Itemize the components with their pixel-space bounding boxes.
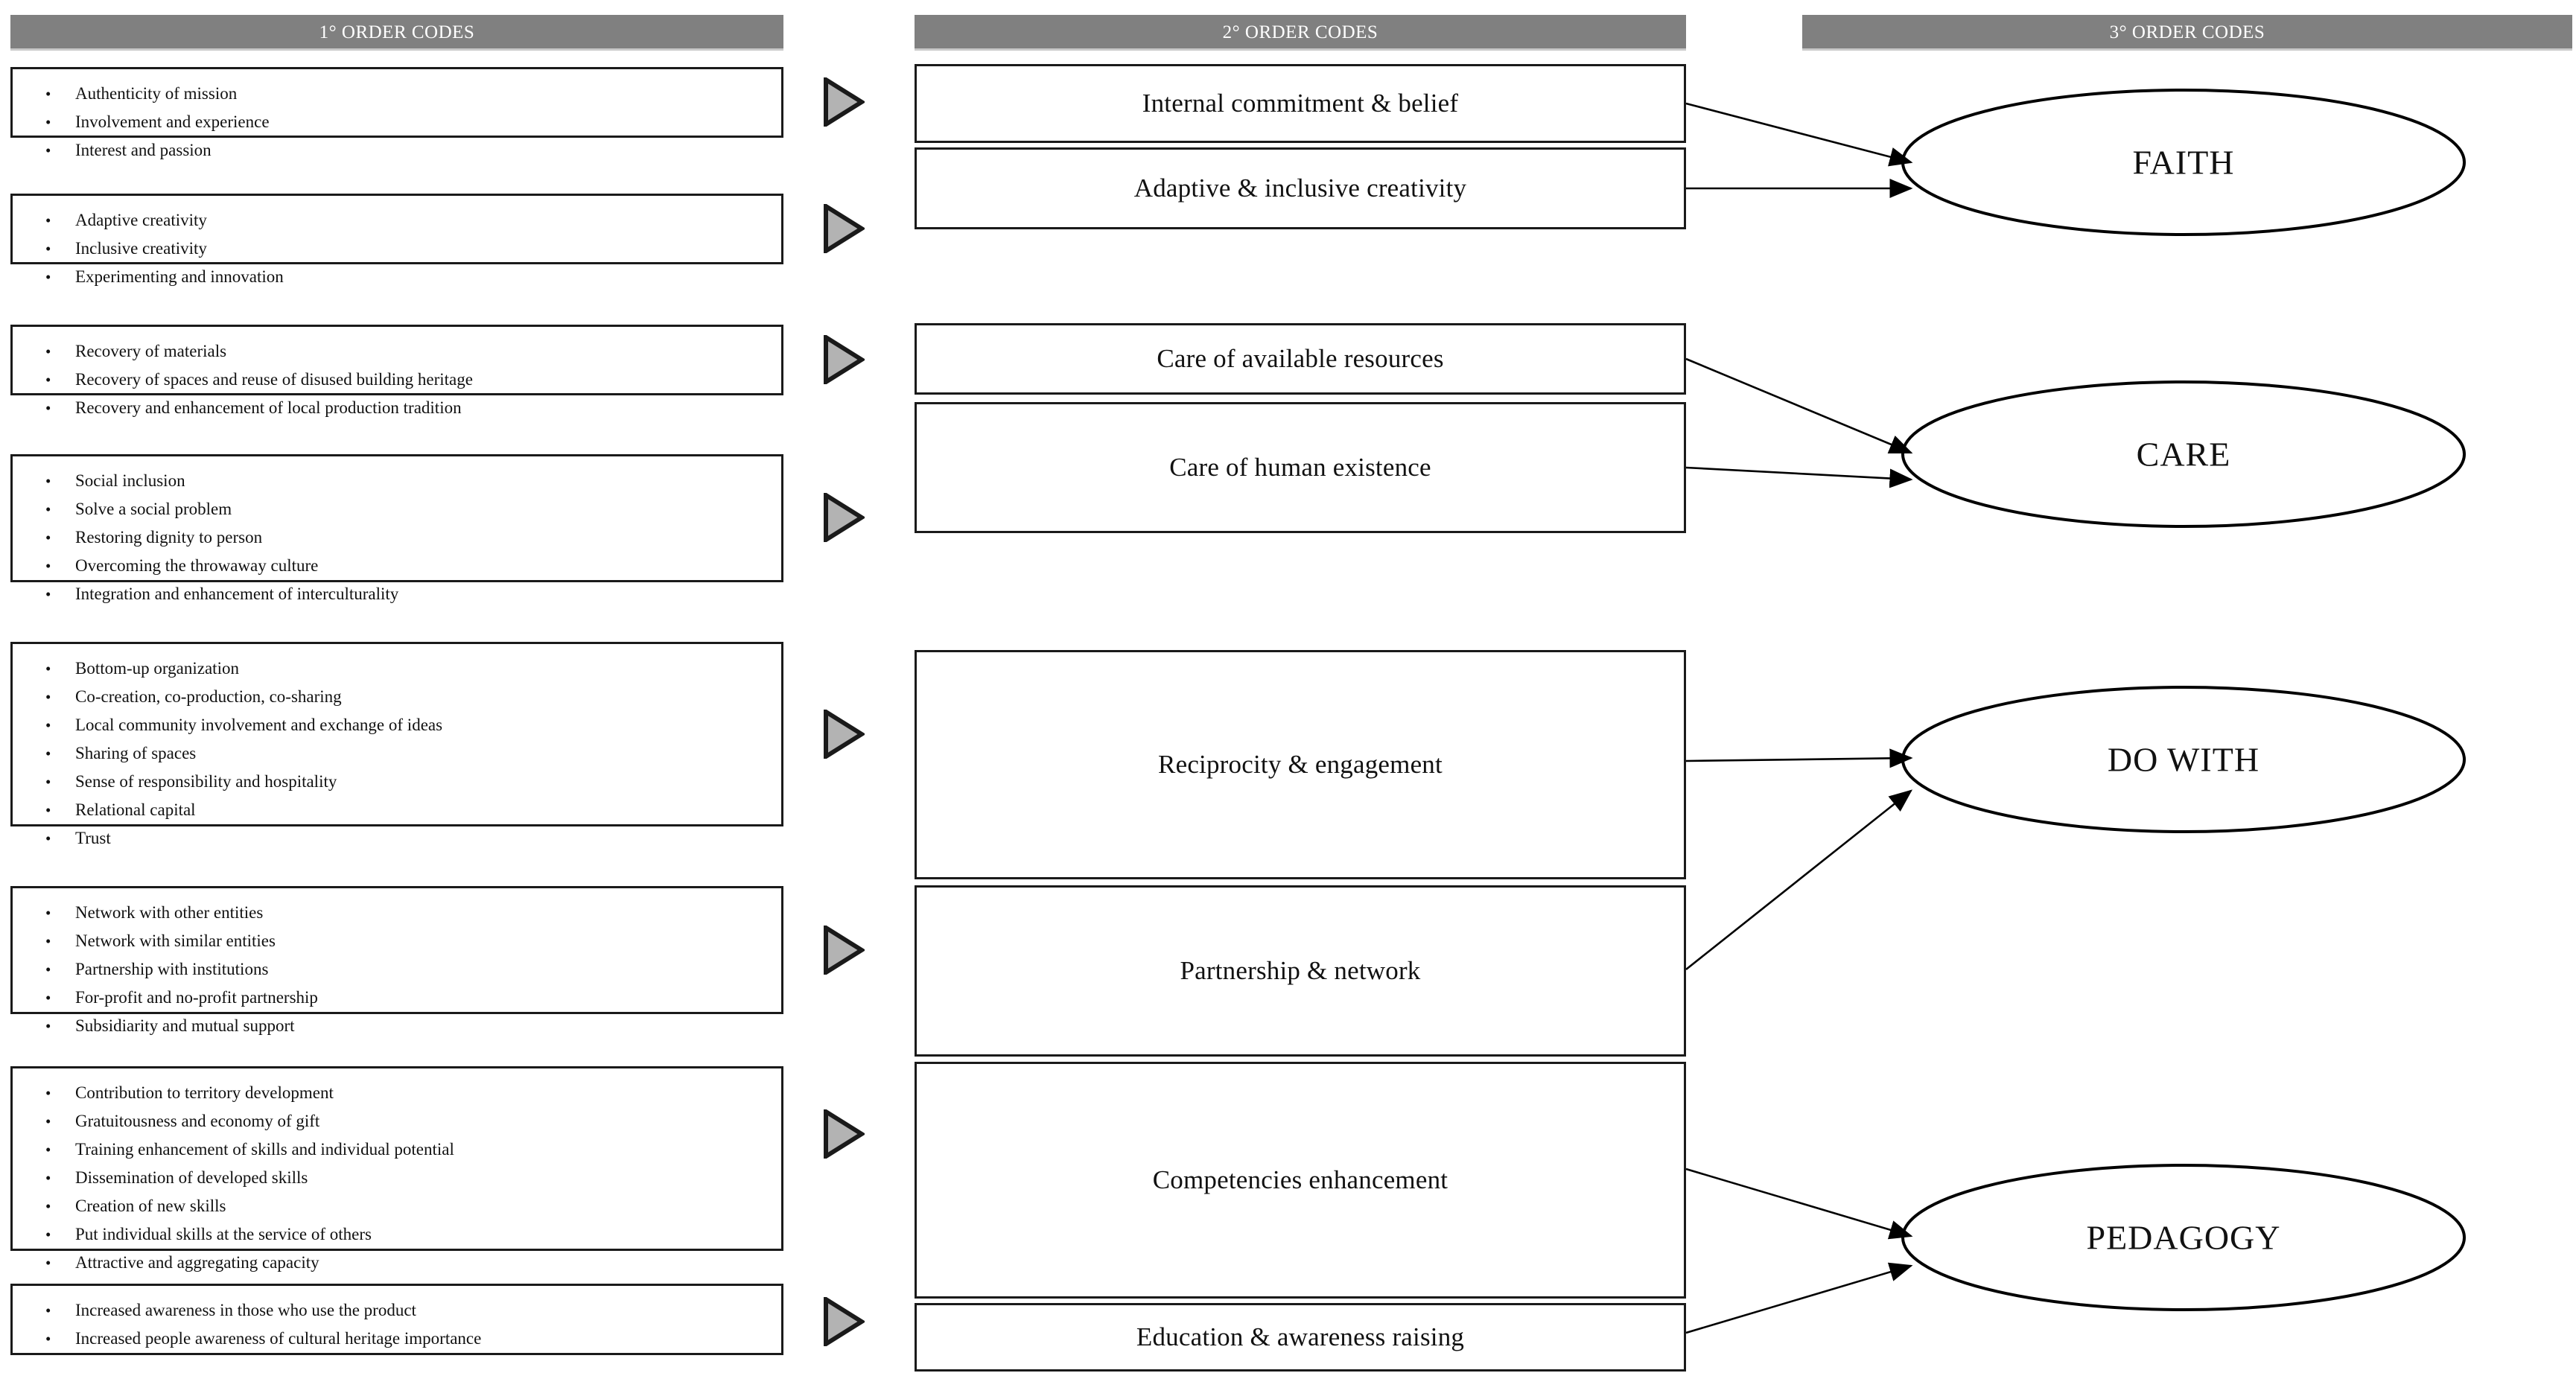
list-item: Involvement and experience [34,108,781,136]
list-item: Bottom-up organization [34,654,781,683]
second-order-label: Reciprocity & engagement [1158,750,1443,779]
link-s4-t2 [1685,466,1913,488]
list-item: Dissemination of developed skills [34,1164,781,1192]
list-item: Increased awareness in those who use the… [34,1296,781,1325]
third-order-code-care[interactable]: CARE [1901,380,2467,529]
second-order-label: Care of available resources [1157,344,1444,373]
list-item: Social inclusion [34,467,781,495]
list-item: For-profit and no-profit partnership [34,984,781,1012]
first-order-group-2[interactable]: Adaptive creativity Inclusive creativity… [10,194,783,291]
column-header-second-order: 2° ORDER CODES [915,15,1686,51]
list-item: Partnership with institutions [34,955,781,984]
link-s8-t4 [1685,1262,1913,1334]
list-item: Recovery and enhancement of local produc… [34,394,781,422]
first-order-group-8[interactable]: Increased awareness in those who use the… [10,1284,783,1355]
list-item: Network with similar entities [34,927,781,955]
list-item: Contribution to territory development [34,1079,781,1107]
third-order-label: PEDAGOGY [2086,1218,2281,1257]
second-order-label: Education & awareness raising [1136,1322,1465,1351]
list-item: Experimenting and innovation [34,263,781,291]
arrow-triangle-icon-2 [823,204,865,253]
first-order-group-6[interactable]: Network with other entities Network with… [10,886,783,1040]
link-s3-t2 [1685,357,1913,454]
first-order-group-3[interactable]: Recovery of materials Recovery of spaces… [10,325,783,422]
list-item: Put individual skills at the service of … [34,1220,781,1249]
third-order-code-do-with[interactable]: DO WITH [1901,685,2467,834]
list-item: Increased people awareness of cultural h… [34,1325,781,1353]
column-header-first-order: 1° ORDER CODES [10,15,783,51]
first-order-group-7[interactable]: Contribution to territory development Gr… [10,1066,783,1277]
second-order-label: Internal commitment & belief [1142,89,1459,118]
list-item: Recovery of materials [34,337,781,366]
list-item: Integration and enhancement of intercult… [34,580,781,608]
link-s1-t1 [1685,102,1913,167]
second-order-code-4[interactable]: Care of human existence [915,402,1686,533]
second-order-code-1[interactable]: Internal commitment & belief [915,64,1686,143]
list-item: Interest and passion [34,136,781,165]
second-order-label: Adaptive & inclusive creativity [1133,173,1467,203]
arrow-triangle-icon-5 [823,710,865,759]
second-order-label: Care of human existence [1169,453,1431,482]
list-item: Network with other entities [34,899,781,927]
second-order-code-8[interactable]: Education & awareness raising [915,1303,1686,1372]
third-order-label: CARE [2136,435,2231,474]
arrow-triangle-icon-4 [823,493,865,542]
list-item: Solve a social problem [34,495,781,523]
first-order-group-4[interactable]: Social inclusion Solve a social problem … [10,454,783,608]
list-item: Overcoming the throwaway culture [34,552,781,580]
second-order-code-5[interactable]: Reciprocity & engagement [915,650,1686,879]
second-order-code-3[interactable]: Care of available resources [915,323,1686,395]
arrow-triangle-icon-7 [823,1109,865,1159]
third-order-label: DO WITH [2107,740,2260,779]
list-item: Training enhancement of skills and indiv… [34,1135,781,1164]
first-order-group-1[interactable]: Authenticity of mission Involvement and … [10,67,783,165]
list-item: Sense of responsibility and hospitality [34,768,781,796]
link-s7-t4 [1685,1167,1913,1240]
third-order-label: FAITH [2132,143,2235,182]
second-order-code-7[interactable]: Competencies enhancement [915,1062,1686,1299]
arrow-triangle-icon-3 [823,335,865,384]
list-item: Attractive and aggregating capacity [34,1249,781,1277]
third-order-code-faith[interactable]: FAITH [1901,88,2467,237]
list-item: Authenticity of mission [34,80,781,108]
link-s5-t3 [1685,748,1913,768]
list-item: Trust [34,824,781,853]
second-order-code-6[interactable]: Partnership & network [915,885,1686,1057]
arrow-triangle-icon-8 [823,1297,865,1346]
link-s6-t3 [1685,789,1913,971]
list-item: Creation of new skills [34,1192,781,1220]
second-order-label: Partnership & network [1180,956,1421,985]
list-item: Co-creation, co-production, co-sharing [34,683,781,711]
list-item: Inclusive creativity [34,235,781,263]
list-item: Restoring dignity to person [34,523,781,552]
arrow-triangle-icon-1 [823,77,865,127]
list-item: Relational capital [34,796,781,824]
arrow-triangle-icon-6 [823,926,865,975]
list-item: Sharing of spaces [34,739,781,768]
second-order-code-2[interactable]: Adaptive & inclusive creativity [915,147,1686,229]
first-order-group-5[interactable]: Bottom-up organization Co-creation, co-p… [10,642,783,853]
column-header-third-order: 3° ORDER CODES [1802,15,2572,51]
list-item: Local community involvement and exchange… [34,711,781,739]
list-item: Gratuitousness and economy of gift [34,1107,781,1135]
list-item: Recovery of spaces and reuse of disused … [34,366,781,394]
list-item: Subsidiarity and mutual support [34,1012,781,1040]
list-item: Adaptive creativity [34,206,781,235]
second-order-label: Competencies enhancement [1152,1165,1448,1194]
third-order-code-pedagogy[interactable]: PEDAGOGY [1901,1163,2467,1312]
